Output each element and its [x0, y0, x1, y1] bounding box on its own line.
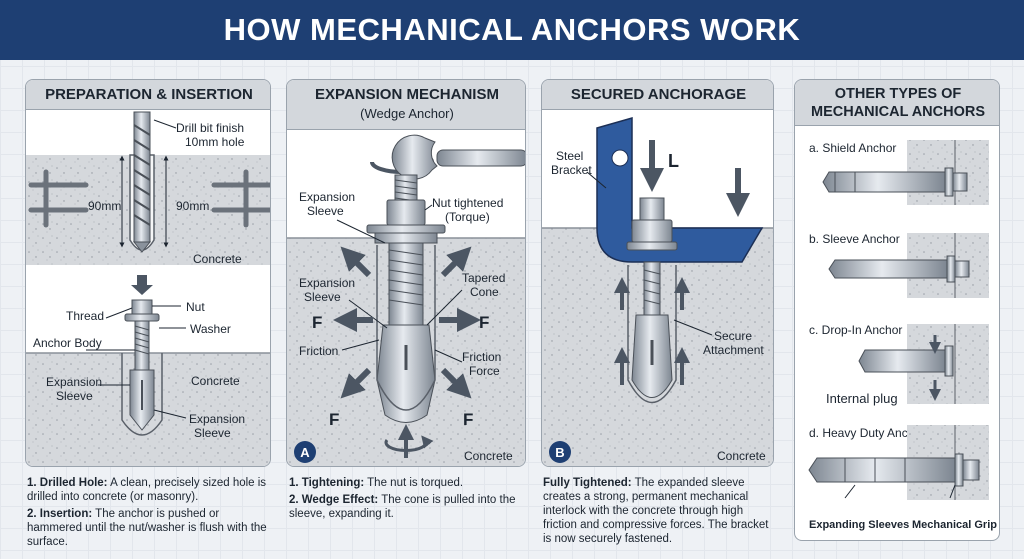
sleeve-anchor-icon	[828, 255, 970, 283]
force-arrow-ll	[340, 367, 372, 399]
force-arrows	[333, 246, 481, 399]
wrench-icon	[391, 134, 525, 180]
drill-finish-label: Drill bit finish	[176, 121, 244, 135]
nut-tightened-label-2: (Torque)	[445, 210, 490, 224]
expansion-diagram: Expansion Sleeve Nut tightened (Torque) …	[287, 134, 525, 466]
rebar-right	[211, 169, 270, 228]
badge-b-label: B	[555, 445, 564, 460]
force-arrow-ul	[340, 246, 372, 278]
friction-force-label-1: Friction	[462, 350, 501, 364]
thread-label: Thread	[66, 309, 104, 323]
depth-right-label: 90mm	[176, 199, 209, 213]
wedge-anchor-icon	[366, 174, 446, 423]
internal-plug-label: Internal plug	[826, 391, 898, 406]
insert-arrow-icon	[131, 275, 153, 295]
nut-label: Nut	[186, 300, 205, 314]
panel-heading-line-1: OTHER TYPES OF	[834, 86, 962, 102]
steel-bracket-icon	[596, 117, 764, 263]
sleeve-label: b. Sleeve Anchor	[809, 232, 900, 246]
friction-force-label-2: Force	[469, 364, 500, 378]
secured-diagram: L Steel Bracket Secure Attachment B Conc…	[542, 117, 773, 466]
concrete-top-label: Concrete	[193, 252, 242, 266]
sleeve-left-label-2: Sleeve	[56, 389, 93, 403]
panel-other-types: a. Shield Anchor b. Sleeve Anchor c. Dro…	[794, 79, 1000, 541]
rebar-left	[28, 169, 89, 228]
badge-a	[294, 441, 316, 463]
force-bl-label: F	[329, 410, 339, 429]
hole-outline	[121, 353, 163, 436]
badge-a-label: A	[300, 445, 310, 460]
notes-expansion: 1. Tightening: The nut is torqued. 2. We…	[289, 476, 529, 524]
bracket-label-2: Bracket	[551, 163, 592, 177]
concrete-bottom-label: Concrete	[191, 374, 240, 388]
force-right-label: F	[479, 313, 489, 332]
note-insertion: 2. Insertion: The anchor is pushed or ha…	[27, 508, 267, 548]
notes-preparation: 1. Drilled Hole: A clean, precisely size…	[27, 476, 272, 552]
page-title: HOW MECHANICAL ANCHORS WORK	[223, 12, 801, 47]
note-fully-tightened: Fully Tightened: The expanded sleeve cre…	[543, 477, 769, 545]
drill-bit-icon	[132, 111, 152, 253]
anchor-body-label: Anchor Body	[33, 336, 102, 350]
panel-expansion: Expansion Sleeve Nut tightened (Torque) …	[286, 79, 526, 467]
panel-subheading: (Wedge Anchor)	[360, 106, 454, 121]
panel-heading: OTHER TYPES OF MECHANICAL ANCHORS	[795, 80, 999, 126]
panel-heading: SECURED ANCHORAGE	[542, 80, 773, 110]
panel-secured: L Steel Bracket Secure Attachment B Conc…	[541, 79, 774, 467]
nut-tightened-label-1: Nut tightened	[432, 196, 503, 210]
other-types-diagram: a. Shield Anchor b. Sleeve Anchor c. Dro…	[808, 140, 997, 531]
note-tightening: 1. Tightening: The nut is torqued.	[289, 477, 464, 489]
concrete-label: Concrete	[464, 449, 513, 463]
expanding-sleeves-label: Expanding Sleeves	[809, 519, 909, 531]
force-arrow-ur	[440, 246, 472, 278]
panel-preparation: Drill bit finish 10mm hole 90mm 90mm Con…	[25, 79, 271, 467]
sleeve-top-label-1: Expansion	[299, 190, 355, 204]
dropin-label: c. Drop-In Anchor	[809, 323, 902, 337]
tapered-cone-label-2: Cone	[470, 285, 499, 299]
dropin-anchor-icon	[858, 345, 954, 377]
anchor-bolt-icon	[124, 299, 160, 431]
heavy-duty-label: d. Heavy Duty Anchor	[809, 426, 925, 440]
panel-heading-line-2: MECHANICAL ANCHORS	[811, 104, 985, 120]
load-label: L	[668, 151, 679, 171]
mechanical-grip-label: Mechanical Grip	[912, 519, 997, 531]
sleeve-mid-label-2: Sleeve	[304, 290, 341, 304]
concrete-label: Concrete	[717, 449, 766, 463]
depth-left-label: 90mm	[88, 199, 121, 213]
secure-label-1: Secure	[714, 329, 752, 343]
title-banner: HOW MECHANICAL ANCHORS WORK	[0, 0, 1024, 60]
sleeve-right-label-1: Expansion	[189, 412, 245, 426]
washer-label: Washer	[190, 322, 231, 336]
secured-anchor-icon	[626, 197, 678, 398]
panel-heading-title: EXPANSION MECHANISM	[315, 86, 499, 103]
badge-b	[549, 441, 571, 463]
grip-arrows	[614, 277, 690, 385]
heavy-duty-anchor-icon	[808, 453, 980, 487]
force-arrow-lr	[440, 367, 472, 399]
force-br-label: F	[463, 410, 473, 429]
sleeve-mid-label-1: Expansion	[299, 276, 355, 290]
shield-anchor-icon	[822, 167, 968, 197]
tapered-cone-label-1: Tapered	[462, 271, 505, 285]
notes-secured: Fully Tightened: The expanded sleeve cre…	[543, 476, 775, 549]
panel-heading: PREPARATION & INSERTION	[26, 80, 270, 110]
secure-label-2: Attachment	[703, 343, 764, 357]
note-drilled-hole: 1. Drilled Hole: A clean, precisely size…	[27, 477, 267, 503]
friction-label: Friction	[299, 344, 338, 358]
panel-heading: EXPANSION MECHANISM (Wedge Anchor)	[287, 80, 525, 130]
sleeve-left-label-1: Expansion	[46, 375, 102, 389]
preparation-diagram: Drill bit finish 10mm hole 90mm 90mm Con…	[26, 110, 270, 466]
sleeve-top-label-2: Sleeve	[307, 204, 344, 218]
hole-size-label: 10mm hole	[185, 135, 245, 149]
force-left-label: F	[312, 313, 322, 332]
note-wedge-effect: 2. Wedge Effect: The cone is pulled into…	[289, 494, 516, 520]
bracket-label-1: Steel	[556, 149, 583, 163]
shield-label: a. Shield Anchor	[809, 141, 896, 155]
sleeve-right-label-2: Sleeve	[194, 426, 231, 440]
